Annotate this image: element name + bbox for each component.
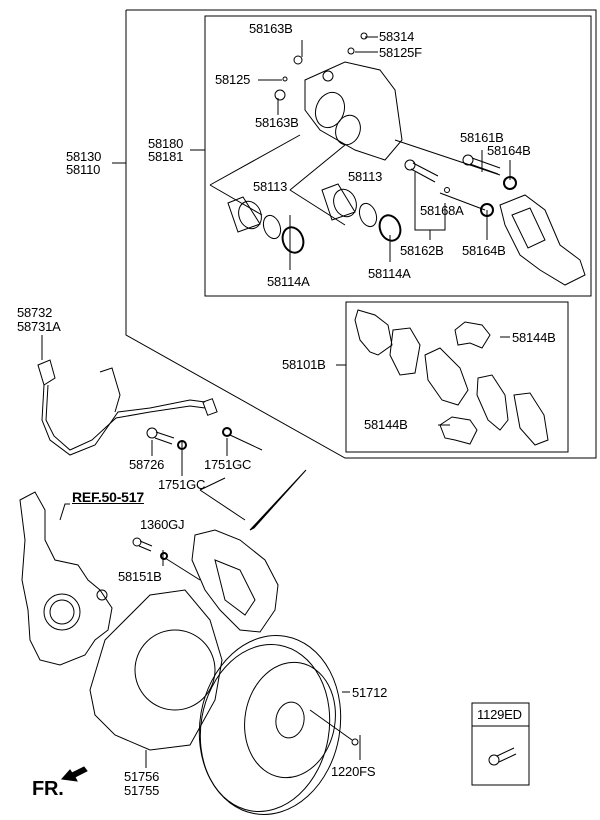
label-58162B[interactable]: 58162B (400, 243, 444, 258)
label-58130[interactable]: 58130 (66, 149, 102, 164)
label-51755[interactable]: 51755 (124, 783, 160, 798)
dust-shield[interactable] (90, 590, 222, 750)
pad-kit-box (346, 302, 568, 452)
part-1129ED-box[interactable] (472, 703, 529, 785)
piston-left[interactable] (228, 197, 265, 232)
boot-left[interactable] (279, 224, 307, 255)
banjo-bolt-58726[interactable] (147, 428, 174, 444)
label-58113-right[interactable]: 58113 (348, 169, 383, 184)
label-58125[interactable]: 58125 (215, 72, 251, 87)
label-1751GC-left[interactable]: 1751GC (158, 477, 206, 492)
disc-screw-1220FS[interactable] (352, 739, 358, 745)
cap-58314[interactable] (361, 33, 367, 39)
bolt-58163B-bottom[interactable] (275, 90, 285, 100)
label-1360GJ[interactable]: 1360GJ (140, 517, 185, 532)
front-direction-label: FR. (32, 778, 64, 800)
label-58168A[interactable]: 58168A (420, 203, 464, 218)
label-58114A-left[interactable]: 58114A (267, 274, 310, 289)
pin-58168A[interactable] (445, 188, 450, 193)
label-58161B[interactable]: 58161B (460, 130, 504, 145)
label-58164B-top[interactable]: 58164B (487, 143, 531, 158)
label-58144B-top[interactable]: 58144B (512, 330, 556, 345)
reference-link-50-517[interactable]: REF.50-517 (72, 489, 144, 505)
pad-clip-top[interactable] (455, 322, 490, 348)
label-58181[interactable]: 58181 (148, 149, 184, 164)
caliper-mount-bolt[interactable] (133, 538, 152, 551)
label-58726[interactable]: 58726 (129, 457, 165, 472)
label-58163B-top[interactable]: 58163B (249, 21, 293, 36)
bolt-58163B-top[interactable] (294, 56, 302, 64)
brake-pad-outer[interactable] (425, 348, 468, 405)
label-58314[interactable]: 58314 (379, 29, 415, 44)
bushing-upper[interactable] (504, 177, 516, 189)
steering-knuckle[interactable] (20, 492, 112, 665)
brake-pad-inner[interactable] (477, 375, 508, 430)
brake-hose[interactable] (38, 360, 217, 455)
cap-58125[interactable] (283, 77, 287, 81)
bolt-1129ED (489, 748, 516, 765)
label-58731A[interactable]: 58731A (17, 319, 61, 334)
guide-pin-lower[interactable] (405, 160, 438, 182)
front-direction-arrow-icon (62, 767, 87, 781)
label-58113-left[interactable]: 58113 (253, 179, 288, 194)
seal-right[interactable] (356, 201, 379, 229)
label-58732[interactable]: 58732 (17, 305, 53, 320)
label-58114A-right[interactable]: 58114A (368, 266, 411, 281)
seal-left[interactable] (260, 213, 283, 241)
label-58151B[interactable]: 58151B (118, 569, 162, 584)
label-58180[interactable]: 58180 (148, 136, 184, 151)
label-1129ED[interactable]: 1129ED (477, 707, 522, 722)
label-58125F[interactable]: 58125F (379, 45, 422, 60)
assembly-pointer-arrow (250, 470, 306, 530)
label-58101B[interactable]: 58101B (282, 357, 326, 372)
piston-right[interactable] (322, 184, 360, 220)
caliper-detail-box (205, 16, 591, 296)
label-51756[interactable]: 51756 (124, 769, 160, 784)
label-51712[interactable]: 51712 (352, 685, 388, 700)
pad-clip-bottom[interactable] (440, 417, 477, 444)
caliper-assembled[interactable] (192, 530, 278, 632)
pad-shim-outer[interactable] (355, 310, 392, 355)
washer-1360GJ[interactable] (161, 553, 167, 559)
label-58164B-bottom[interactable]: 58164B (462, 243, 506, 258)
caliper-assembly-frame (126, 10, 596, 458)
pad-shim-inner[interactable] (390, 328, 420, 375)
label-58163B-bottom[interactable]: 58163B (255, 115, 299, 130)
guide-pin-upper[interactable] (463, 155, 500, 174)
label-1751GC-right[interactable]: 1751GC (204, 457, 252, 472)
caliper-housing[interactable] (305, 62, 402, 160)
brake-disc[interactable] (185, 624, 354, 820)
boot-right[interactable] (376, 212, 404, 243)
label-58110[interactable]: 58110 (66, 162, 101, 177)
leader-lines (42, 37, 510, 768)
bushing-lower[interactable] (481, 204, 493, 216)
label-1220FS[interactable]: 1220FS (331, 764, 376, 779)
label-58144B-bottom[interactable]: 58144B (364, 417, 408, 432)
pad-shim-inner-2[interactable] (514, 393, 548, 445)
gasket-1751GC-left[interactable] (178, 441, 186, 449)
bleeder-58125F[interactable] (348, 48, 354, 54)
gasket-1751GC-right[interactable] (223, 428, 231, 436)
caliper-bracket[interactable] (500, 195, 585, 285)
